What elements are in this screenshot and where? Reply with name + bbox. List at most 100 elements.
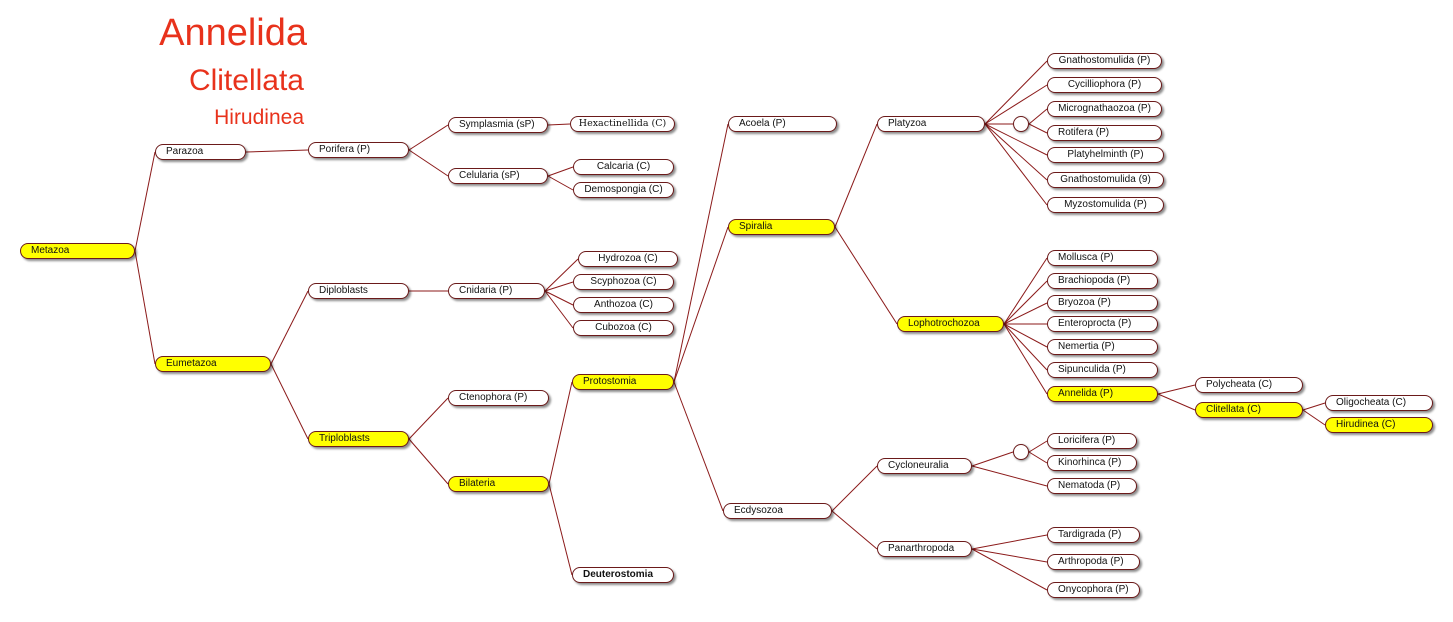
node-lophotrochozoa[interactable]: Lophotrochozoa <box>897 316 1004 332</box>
tree-link <box>134 250 156 365</box>
tree-link <box>544 258 579 292</box>
node-enteroprocta[interactable]: Enteroprocta (P) <box>1047 316 1158 332</box>
node-symplasmia[interactable]: Symplasmia (sP) <box>448 117 548 133</box>
title-subclass: Hirudinea <box>214 106 304 129</box>
tree-link <box>548 381 573 485</box>
tree-link <box>971 465 1048 487</box>
tree-link <box>984 123 1048 181</box>
tree-link <box>547 123 571 126</box>
tree-link <box>544 290 574 329</box>
node-brachiopoda[interactable]: Brachiopoda (P) <box>1047 273 1158 289</box>
junction-node <box>1013 116 1029 132</box>
tree-link <box>134 151 156 252</box>
node-annelida[interactable]: Annelida (P) <box>1047 386 1158 402</box>
tree-link <box>1003 280 1048 325</box>
tree-link <box>984 60 1048 125</box>
tree-link <box>547 166 574 177</box>
node-tardigrada[interactable]: Tardigrada (P) <box>1047 527 1140 543</box>
node-nemertia[interactable]: Nemertia (P) <box>1047 339 1158 355</box>
tree-link <box>673 123 729 383</box>
node-nematoda[interactable]: Nematoda (P) <box>1047 478 1137 494</box>
node-demospongia[interactable]: Demospongia (C) <box>573 182 674 198</box>
tree-link <box>408 149 449 177</box>
node-loricifera[interactable]: Loricifera (P) <box>1047 433 1137 449</box>
tree-link <box>984 84 1048 125</box>
node-ctenophora[interactable]: Ctenophora (P) <box>448 390 549 406</box>
tree-link <box>1157 384 1196 395</box>
node-hirudinea[interactable]: Hirudinea (C) <box>1325 417 1433 433</box>
title-phylum: Annelida <box>159 12 307 54</box>
node-gnathostomulida-9[interactable]: Gnathostomulida (9) <box>1047 172 1164 188</box>
node-ecdysozoa[interactable]: Ecdysozoa <box>723 503 832 519</box>
node-deuterostomia[interactable]: Deuterostomia <box>572 567 674 583</box>
tree-link <box>971 534 1048 550</box>
node-cnidaria[interactable]: Cnidaria (P) <box>448 283 545 299</box>
node-bilateria[interactable]: Bilateria <box>448 476 549 492</box>
tree-link <box>971 451 1014 467</box>
tree-link <box>834 123 878 228</box>
node-cubozoa[interactable]: Cubozoa (C) <box>573 320 674 336</box>
node-oligocheata[interactable]: Oligocheata (C) <box>1325 395 1433 411</box>
node-parazoa[interactable]: Parazoa <box>155 144 246 160</box>
node-eumetazoa[interactable]: Eumetazoa <box>155 356 271 372</box>
node-protostomia[interactable]: Protostomia <box>572 374 674 390</box>
node-kinorhinca[interactable]: Kinorhinca (P) <box>1047 455 1137 471</box>
tree-link <box>547 175 574 191</box>
node-anthozoa[interactable]: Anthozoa (C) <box>573 297 674 313</box>
tree-link <box>408 438 449 485</box>
node-panarthropoda[interactable]: Panarthropoda <box>877 541 972 557</box>
node-arthropoda[interactable]: Arthropoda (P) <box>1047 554 1140 570</box>
tree-link <box>971 548 1048 591</box>
node-spiralia[interactable]: Spiralia <box>728 219 835 235</box>
tree-link <box>270 363 309 440</box>
tree-link <box>1157 393 1196 411</box>
node-platyzoa[interactable]: Platyzoa <box>877 116 985 132</box>
node-triploblasts[interactable]: Triploblasts <box>308 431 409 447</box>
tree-link <box>984 123 1048 206</box>
tree-link <box>1302 409 1326 426</box>
node-onycophora[interactable]: Onycophora (P) <box>1047 582 1140 598</box>
node-bryozoa[interactable]: Bryozoa (P) <box>1047 295 1158 311</box>
node-hydrozoa[interactable]: Hydrozoa (C) <box>578 251 678 267</box>
node-porifera[interactable]: Porifera (P) <box>308 142 409 158</box>
node-rotifera[interactable]: Rotifera (P) <box>1047 125 1162 141</box>
tree-link <box>1003 323 1048 371</box>
tree-link <box>1003 323 1048 348</box>
node-acoela[interactable]: Acoela (P) <box>728 116 837 132</box>
node-micrognathaozoa[interactable]: Micrognathaozoa (P) <box>1047 101 1162 117</box>
tree-link <box>245 149 309 153</box>
node-cycilliophora[interactable]: Cycilliophora (P) <box>1047 77 1162 93</box>
node-calcaria[interactable]: Calcaria (C) <box>573 159 674 175</box>
tree-link <box>1003 257 1048 325</box>
node-celularia[interactable]: Celularia (sP) <box>448 168 548 184</box>
title-class: Clitellata <box>188 64 304 97</box>
node-polycheata[interactable]: Polycheata (C) <box>1195 377 1303 393</box>
tree-link <box>984 123 1048 156</box>
tree-link <box>831 510 878 550</box>
node-metazoa[interactable]: Metazoa <box>20 243 135 259</box>
node-cycloneuralia[interactable]: Cycloneuralia <box>877 458 972 474</box>
tree-link <box>1028 123 1048 134</box>
node-gnathostomulida[interactable]: Gnathostomulida (P) <box>1047 53 1162 69</box>
tree-link <box>408 397 449 440</box>
tree-link <box>408 124 449 151</box>
node-platyhelminth[interactable]: Platyhelminth (P) <box>1047 147 1164 163</box>
node-diploblasts[interactable]: Diploblasts <box>308 283 409 299</box>
tree-link <box>1028 440 1048 453</box>
tree-link <box>270 290 309 365</box>
tree-link <box>834 226 898 325</box>
tree-link <box>831 465 878 512</box>
tree-link <box>1003 302 1048 325</box>
junction-node <box>1013 444 1029 460</box>
node-myzostomulida[interactable]: Myzostomulida (P) <box>1047 197 1164 213</box>
tree-link <box>673 226 729 383</box>
tree-link <box>1028 451 1048 464</box>
node-sipunculida[interactable]: Sipunculida (P) <box>1047 362 1158 378</box>
tree-link <box>1003 323 1048 395</box>
node-hexactinellida[interactable]: Hexactinellida (C) <box>570 116 675 132</box>
tree-link <box>544 281 574 292</box>
node-scyphozoa[interactable]: Scyphozoa (C) <box>573 274 674 290</box>
node-mollusca[interactable]: Mollusca (P) <box>1047 250 1158 266</box>
node-clitellata[interactable]: Clitellata (C) <box>1195 402 1303 418</box>
